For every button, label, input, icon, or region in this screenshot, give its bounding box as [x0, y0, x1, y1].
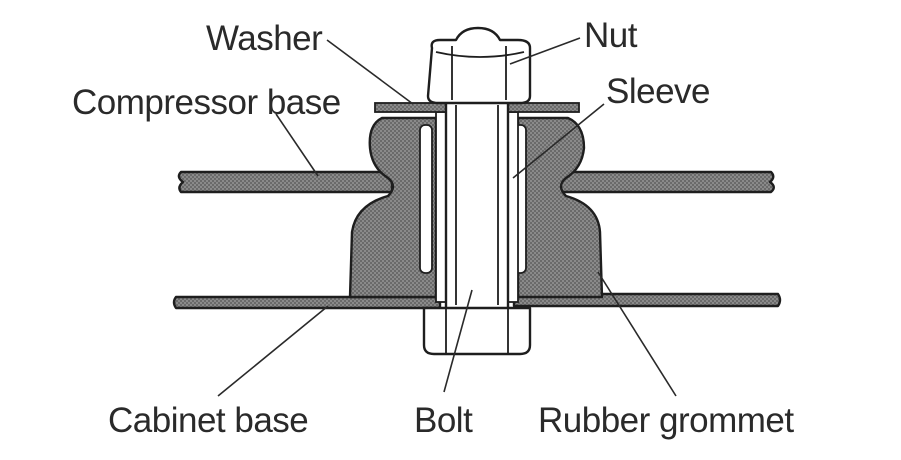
label-compressor-base: Compressor base — [72, 83, 341, 122]
cabinet-base-left — [172, 295, 442, 310]
sleeve-leader — [512, 103, 605, 179]
cabinet-base-leader — [217, 305, 329, 397]
sleeve-right-wall — [507, 111, 519, 303]
grommet-cavity-left — [419, 124, 433, 274]
label-bolt: Bolt — [414, 401, 473, 440]
rubber-grommet-right — [516, 116, 604, 299]
bolt-head — [422, 306, 532, 356]
washer-leader — [326, 39, 414, 105]
label-cabinet-base: Cabinet base — [108, 401, 308, 440]
label-washer: Washer — [206, 19, 323, 58]
rubber-grommet-left — [348, 116, 438, 299]
nut — [426, 26, 532, 105]
label-rubber-grommet: Rubber grommet — [538, 401, 794, 440]
label-sleeve: Sleeve — [606, 72, 710, 111]
label-nut: Nut — [584, 16, 638, 55]
compressor-base-right — [558, 170, 775, 194]
compressor-base-left — [177, 170, 394, 194]
compressor-base-leader — [275, 113, 319, 177]
rubber-grommet-leader — [597, 271, 677, 397]
nut-leader — [509, 37, 581, 65]
bolt-leader — [443, 289, 473, 393]
sleeve-left-wall — [435, 111, 447, 303]
nut-chamfer — [435, 51, 525, 58]
